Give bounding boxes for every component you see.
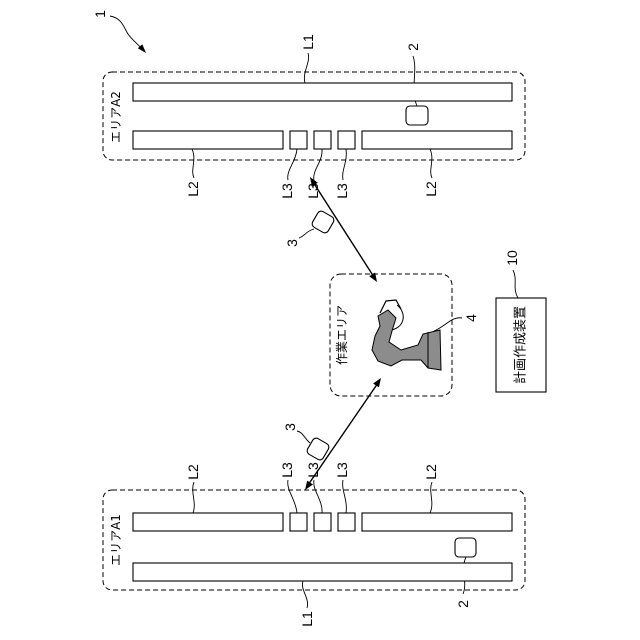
vehicle-top-label: 3	[284, 239, 300, 247]
plan-device-ref-label: 10	[504, 250, 520, 266]
area-a1-lane-l1	[133, 563, 512, 581]
area-a1-l3-2-label: L3	[305, 462, 321, 478]
area-a2-slot-l3-1	[290, 131, 307, 149]
area-a2-l3-3-leader	[343, 149, 347, 180]
area-a1-l3-3-leader	[343, 480, 347, 513]
area-a2: エリアA2 L1 2 L2 L3 L3 L3 L2	[103, 34, 525, 199]
area-a2-l2-right-label: L2	[423, 181, 439, 197]
area-a2-slot-l3-3	[338, 131, 355, 149]
area-a2-l3-1-leader	[288, 149, 297, 180]
area-a1-l2-left-label: L2	[185, 464, 201, 480]
robot-label: 4	[463, 314, 479, 322]
area-a2-l2-left-leader	[192, 149, 194, 178]
area-a2-lane-l2-right	[362, 131, 512, 149]
work-area: 作業エリア	[330, 274, 452, 396]
area-a1-title: エリアA1	[109, 514, 123, 566]
area-a1-l3-3-label: L3	[334, 462, 350, 478]
area-a2-l1-label: L1	[300, 34, 316, 50]
transport-arrow-a1-head-top	[373, 378, 381, 387]
robot-gripper	[380, 300, 401, 313]
area-a2-l1-leader	[304, 53, 308, 83]
area-a2-l2-right-leader	[430, 149, 432, 178]
area-a1-l3-1-leader	[288, 480, 297, 513]
area-a2-l3-3-label: L3	[334, 183, 350, 199]
area-a2-l2-left-label: L2	[185, 181, 201, 197]
area-a1-slot-l3-1	[290, 513, 307, 531]
plan-device-label: 計画作成装置	[513, 306, 529, 384]
area-a2-device	[406, 106, 428, 125]
area-a1: エリアA1 L2 L3 L3 L3 L2 L1 2	[103, 462, 525, 627]
area-a1-device-label: 2	[455, 600, 471, 608]
vehicle-top	[311, 210, 336, 235]
plan-device-leader	[513, 270, 518, 298]
area-a1-l1-leader	[302, 581, 307, 608]
area-a1-lane-l2-left	[133, 513, 283, 531]
area-a2-lane-l1	[133, 83, 512, 101]
vehicle-bottom-label: 3	[282, 423, 298, 431]
area-a2-l3-2-leader	[314, 149, 322, 180]
robot	[372, 300, 441, 370]
area-a1-lane-l2-right	[362, 513, 512, 531]
area-a2-title: エリアA2	[109, 91, 123, 143]
area-a2-l3-1-label: L3	[279, 183, 295, 199]
vehicle-top-leader	[299, 229, 314, 238]
area-a1-slot-l3-3	[338, 513, 355, 531]
area-a1-l3-2-leader	[314, 480, 322, 513]
area-a1-l3-1-label: L3	[279, 462, 295, 478]
area-a1-l2-left-leader	[193, 482, 195, 513]
robot-arm-body	[372, 310, 441, 370]
area-a1-l2-right-leader	[430, 482, 432, 513]
vehicle-bottom-leader	[297, 431, 310, 443]
robot-leader	[434, 318, 462, 331]
area-a2-device-label: 2	[405, 43, 421, 51]
figure-ref-label: 1	[92, 10, 108, 18]
area-a1-l2-right-label: L2	[423, 464, 439, 480]
transport-arrow-a1-head-bottom	[305, 481, 313, 490]
work-area-title: 作業エリア	[335, 305, 349, 365]
figure-ref-arrow-line	[110, 16, 143, 50]
area-a1-l1-label: L1	[299, 611, 315, 627]
area-a1-slot-l3-2	[314, 513, 331, 531]
area-a1-device	[455, 538, 476, 557]
area-a2-lane-l2-left	[133, 131, 283, 149]
area-a2-slot-l3-2	[314, 131, 331, 149]
